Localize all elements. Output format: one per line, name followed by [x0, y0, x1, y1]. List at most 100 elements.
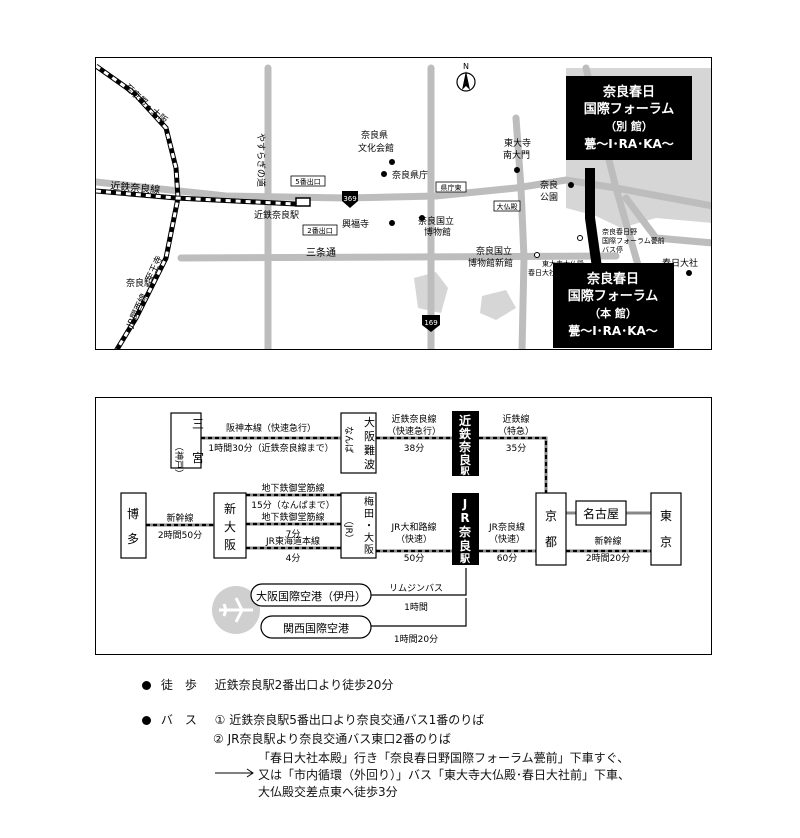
- bus-option-2: ② JR奈良駅より奈良交通バス東口2番のりば: [213, 732, 451, 746]
- access-route-svg: 三 宮 （神戸） 大 阪 難 波 なんば 近 鉄 奈 良 駅 博 多 新: [120, 411, 682, 645]
- svg-text:阪: 阪: [224, 538, 236, 552]
- svg-text:なんば: なんば: [343, 426, 354, 453]
- bunka-kaikan-label-1: 奈良県: [361, 129, 388, 141]
- sanjo-label: 三条通: [306, 246, 336, 259]
- route-labels: 阪神本線（快速急行） 1時間30分（近鉄奈良線まで） 近鉄奈良線 （快速急行） …: [158, 413, 630, 645]
- svg-text:阪: 阪: [364, 429, 375, 443]
- node-kintetsu-nara: 近 鉄 奈 良 駅: [452, 411, 479, 477]
- svg-text:1時間: 1時間: [404, 602, 428, 613]
- bus-detail-3: 大仏殿交差点東へ徒歩3分: [258, 785, 398, 799]
- bus-stop-forum-label-2: 国際フォーラム甍前: [602, 236, 665, 245]
- svg-text:4分: 4分: [286, 553, 301, 564]
- svg-text:169: 169: [424, 319, 437, 327]
- kencho-label: 奈良県庁: [392, 169, 428, 181]
- svg-text:国際フォーラム: 国際フォーラム: [584, 101, 675, 117]
- svg-text:新幹線: 新幹線: [166, 512, 193, 524]
- walk-text: 近鉄奈良駅2番出口より徒歩20分: [214, 678, 394, 692]
- bus-stop-forum-label-3: バス停: [602, 245, 623, 254]
- svg-text:J: J: [462, 497, 467, 511]
- svg-text:良: 良: [459, 452, 471, 467]
- svg-text:梅: 梅: [364, 495, 374, 508]
- svg-text:地下鉄御堂筋線: 地下鉄御堂筋線: [261, 511, 324, 523]
- svg-text:大: 大: [364, 415, 375, 429]
- svg-text:リムジンバス: リムジンバス: [389, 583, 443, 594]
- node-nagoya: 名古屋: [575, 500, 627, 526]
- svg-text:（快速）: （快速）: [396, 533, 432, 545]
- museum-new-label-2: 博物館新館: [468, 257, 513, 269]
- kintetsu-nara-label: 近鉄奈良駅: [254, 209, 299, 221]
- bullet-icon: [142, 716, 151, 725]
- sanjo-road: [177, 252, 620, 262]
- forum-annex-box: 奈良春日 国際フォーラム （別 館） 甍～I･RA･KA～: [566, 76, 692, 160]
- svg-text:甍～I･RA･KA～: 甍～I･RA･KA～: [568, 323, 658, 338]
- svg-text:JR東海道本線: JR東海道本線: [265, 535, 320, 547]
- route-169-shield: 169: [422, 315, 440, 332]
- node-shin-osaka: 新 大 阪: [213, 492, 247, 559]
- kintetsu-nara-station-marker: [295, 197, 311, 207]
- svg-text:都: 都: [545, 535, 557, 549]
- svg-text:38分: 38分: [404, 443, 424, 454]
- bus-title: バ ス: [160, 713, 197, 727]
- exit5-label: 5番出口: [295, 177, 320, 186]
- svg-text:阪神本線（快速急行）: 阪神本線（快速急行）: [226, 422, 316, 434]
- walk-title: 徒 歩: [160, 678, 197, 692]
- svg-text:京: 京: [660, 535, 672, 549]
- north-arrow-icon: N: [456, 62, 476, 92]
- svg-text:2時間20分: 2時間20分: [586, 553, 630, 564]
- svg-text:奈良春日: 奈良春日: [586, 271, 639, 287]
- forum-main-box: 奈良春日 国際フォーラム （本 館） 甍～I･RA･KA～: [553, 263, 674, 348]
- area-map-svg: N 369 169 近鉄奈良線 至京都・大阪 至王寺 JR関西線 三条通 やすら…: [96, 62, 711, 349]
- bullet-icon: [142, 681, 151, 690]
- svg-text:国際フォーラム: 国際フォーラム: [568, 288, 659, 304]
- bus-option-1: ① 近鉄奈良駅5番出口より奈良交通バス1番のりば: [214, 713, 485, 727]
- svg-text:良: 良: [459, 538, 471, 553]
- bus-detail-1: 「春日大社本殿」行き「奈良春日野国際フォーラム甍前」下車すぐ、: [258, 751, 630, 765]
- kenchohigashi-label: 県庁東: [441, 183, 462, 192]
- svg-text:甍～I･RA･KA～: 甍～I･RA･KA～: [584, 136, 674, 151]
- svg-text:7分: 7分: [286, 529, 301, 540]
- svg-text:新幹線: 新幹線: [594, 535, 621, 547]
- jr-nara-station-label: 奈良駅: [126, 277, 153, 289]
- svg-text:関西国際空港: 関西国際空港: [283, 621, 349, 635]
- rail-lines: [96, 63, 297, 349]
- svg-text:奈良春日: 奈良春日: [602, 84, 655, 100]
- jr-kansai-label: 至京都・大阪: [122, 81, 170, 126]
- museum-new-label-1: 奈良国立: [476, 245, 512, 257]
- access-route-diagram: 三 宮 （神戸） 大 阪 難 波 なんば 近 鉄 奈 良 駅 博 多 新: [95, 397, 712, 655]
- kintetsu-line-label: 近鉄奈良線: [110, 179, 161, 196]
- exit2-label: 2番出口: [307, 226, 332, 235]
- route-369-shield: 369: [342, 191, 358, 208]
- airplane-icon: [219, 597, 253, 623]
- node-tokyo: 東 京: [650, 492, 682, 566]
- svg-text:近: 近: [459, 413, 471, 428]
- svg-text:R: R: [460, 511, 469, 525]
- kofukuji-label: 興福寺: [342, 218, 369, 230]
- bus-line: バ ス ① 近鉄奈良駅5番出口より奈良交通バス1番のりば: [142, 712, 484, 728]
- svg-text:田: 田: [364, 509, 374, 520]
- svg-text:難: 難: [364, 444, 375, 457]
- svg-text:35分: 35分: [506, 443, 526, 454]
- svg-text:駅: 駅: [459, 553, 471, 565]
- svg-text:・: ・: [364, 521, 374, 532]
- svg-text:新: 新: [224, 501, 236, 516]
- svg-text:（別 館）: （別 館）: [605, 119, 653, 133]
- svg-text:駅: 駅: [460, 466, 470, 477]
- svg-text:2時間50分: 2時間50分: [158, 530, 202, 541]
- svg-text:鉄: 鉄: [459, 426, 471, 441]
- svg-text:（本 館）: （本 館）: [589, 306, 637, 320]
- arrow-icon: [215, 768, 254, 778]
- svg-text:1時間30分（近鉄奈良線まで）: 1時間30分（近鉄奈良線まで）: [208, 442, 333, 454]
- svg-text:50分: 50分: [404, 553, 424, 564]
- yasuragi-label: やすらぎの道: [255, 133, 267, 187]
- todaiji-gate-label-1: 東大寺: [504, 137, 531, 149]
- far-east-road: [622, 194, 711, 247]
- svg-text:（快速急行）: （快速急行）: [387, 425, 441, 437]
- node-hakata: 博 多: [120, 492, 147, 559]
- svg-text:JR奈良線: JR奈良線: [488, 521, 525, 533]
- node-jr-nara: J R 奈 良 駅: [452, 493, 479, 565]
- svg-text:博: 博: [127, 506, 139, 521]
- node-kyoto: 京 都: [535, 492, 567, 566]
- node-umeda-osaka: 梅 田 ・ 大 阪 （JR）: [340, 492, 377, 559]
- svg-text:（特急）: （特急）: [498, 425, 534, 437]
- park-area-3: [480, 290, 516, 320]
